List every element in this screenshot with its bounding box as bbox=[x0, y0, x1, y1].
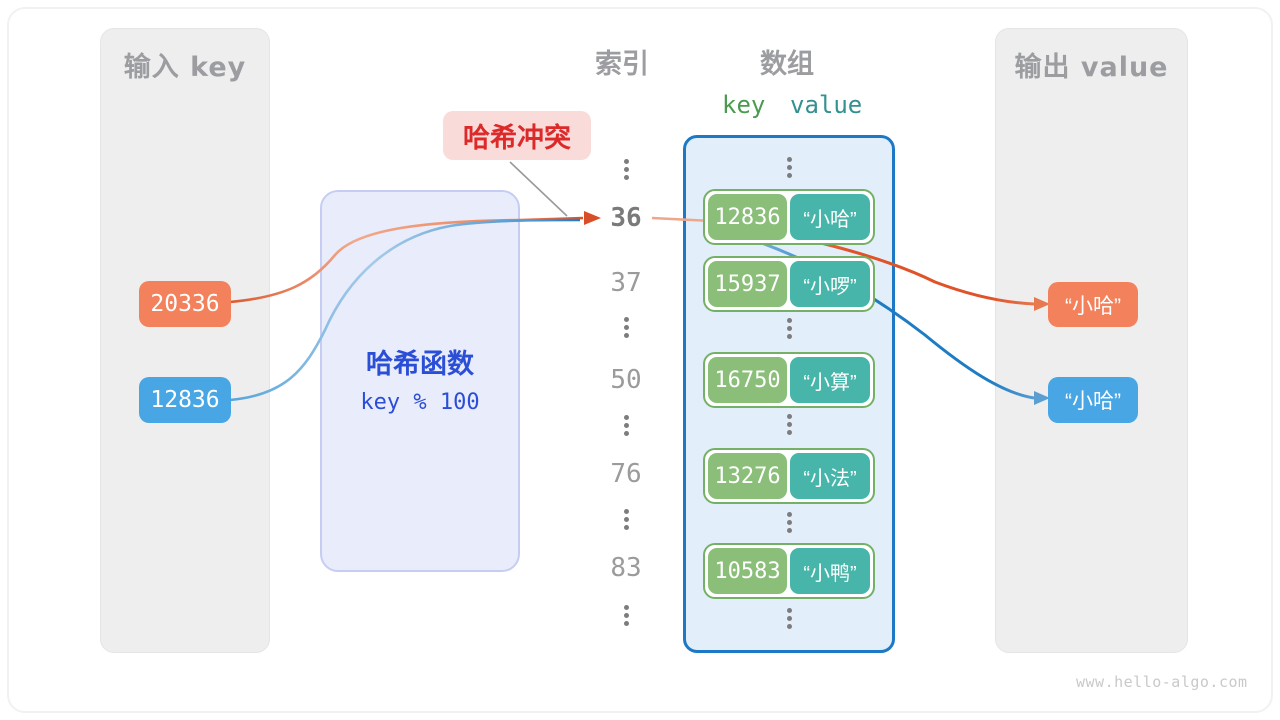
array-ellipsis bbox=[759, 414, 819, 435]
array-ellipsis bbox=[759, 318, 819, 339]
pair-16750-key: 16750 bbox=[708, 357, 787, 403]
pair-16750-value: “小算” bbox=[790, 357, 870, 403]
index-row-36: 36 bbox=[610, 203, 642, 233]
pair-10583: 10583 “小鸭” bbox=[703, 543, 875, 599]
input-key-12836-label: 12836 bbox=[150, 387, 220, 413]
hash-function-box: 哈希函数 key % 100 bbox=[320, 190, 520, 572]
pair-12836: 12836 “小哈” bbox=[703, 189, 875, 245]
output-value-panel: 输出 value bbox=[995, 28, 1188, 653]
pair-12836-value: “小哈” bbox=[790, 194, 870, 240]
index-column-header: 索引 bbox=[595, 49, 649, 80]
output-value-orange: “小哈” bbox=[1048, 282, 1138, 327]
hash-collision-label: 哈希冲突 bbox=[443, 111, 591, 160]
pair-15937: 15937 “小啰” bbox=[703, 256, 875, 312]
pair-10583-key: 10583 bbox=[708, 548, 787, 594]
index-ellipsis bbox=[596, 509, 656, 530]
index-row-37: 37 bbox=[610, 268, 642, 298]
pair-13276: 13276 “小法” bbox=[703, 448, 875, 504]
pair-13276-value: “小法” bbox=[790, 453, 870, 499]
output-value-blue-label: “小哈” bbox=[1065, 390, 1121, 413]
index-row-50: 50 bbox=[610, 365, 642, 395]
pair-13276-key: 13276 bbox=[708, 453, 787, 499]
pair-16750: 16750 “小算” bbox=[703, 352, 875, 408]
pair-15937-value: “小啰” bbox=[790, 261, 870, 307]
output-value-blue: “小哈” bbox=[1048, 377, 1138, 423]
input-key-20336-label: 20336 bbox=[150, 291, 220, 317]
input-key-20336: 20336 bbox=[139, 281, 231, 327]
index-row-83: 83 bbox=[610, 553, 642, 583]
array-column-header: 数组 bbox=[760, 49, 814, 80]
index-ellipsis bbox=[596, 159, 656, 180]
hash-function-name: 哈希函数 bbox=[366, 349, 474, 379]
pair-10583-value: “小鸭” bbox=[790, 548, 870, 594]
output-panel-title: 输出 value bbox=[1014, 52, 1169, 83]
input-key-12836: 12836 bbox=[139, 377, 231, 423]
index-row-76: 76 bbox=[610, 459, 642, 489]
index-ellipsis bbox=[596, 605, 656, 626]
index-ellipsis bbox=[596, 415, 656, 436]
input-panel-title: 输入 key bbox=[123, 52, 247, 83]
index-ellipsis bbox=[596, 317, 656, 338]
hash-function-formula: key % 100 bbox=[360, 390, 480, 415]
array-ellipsis bbox=[759, 157, 819, 178]
value-subheader: value bbox=[790, 91, 863, 119]
array-ellipsis bbox=[759, 512, 819, 533]
site-watermark: www.hello-algo.com bbox=[1076, 673, 1248, 691]
input-key-panel: 输入 key bbox=[100, 28, 270, 653]
array-ellipsis bbox=[759, 608, 819, 629]
pair-15937-key: 15937 bbox=[708, 261, 787, 307]
output-value-orange-label: “小哈” bbox=[1065, 294, 1121, 318]
key-subheader: key bbox=[722, 91, 766, 119]
pair-12836-key: 12836 bbox=[708, 194, 787, 240]
